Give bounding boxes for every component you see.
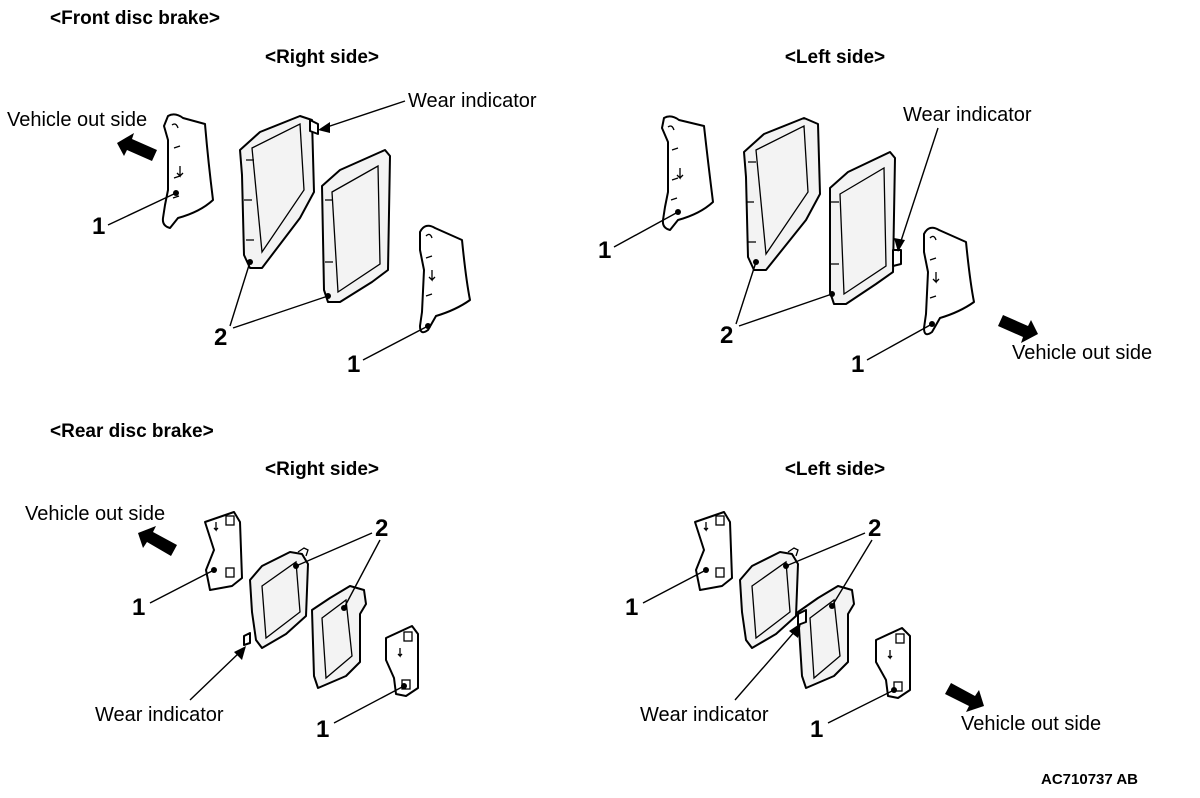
- rear-left-shim-outer: [875, 627, 911, 699]
- front-right-vehicle-out-side-label: Vehicle out side: [7, 109, 147, 131]
- front-left-title: <Left side>: [785, 47, 885, 68]
- rear-right-shim-inner: [204, 511, 243, 591]
- front-right-view: <Right side> Wear ind: [7, 47, 537, 378]
- front-left-direction-arrow-icon: [998, 315, 1038, 343]
- front-section-title: <Front disc brake>: [50, 8, 220, 29]
- front-right-pad-inner: [321, 149, 391, 303]
- rear-left-title: <Left side>: [785, 459, 885, 480]
- rear-right-direction-arrow-icon: [138, 526, 177, 556]
- front-right-callout-shim-a: 1: [92, 213, 105, 240]
- front-right-wear-indicator-label: Wear indicator: [408, 90, 537, 112]
- front-right-direction-arrow-icon: [117, 133, 157, 161]
- rear-right-view: <Right side> Wear indicator Vehicle ou: [25, 459, 419, 743]
- rear-right-callout-shim-a: 1: [132, 594, 145, 621]
- rear-left-callout-shim-a: 1: [625, 594, 638, 621]
- front-left-callout-shim-b: 1: [851, 351, 864, 378]
- rear-right-title: <Right side>: [265, 459, 379, 480]
- rear-left-shim-inner: [694, 511, 733, 591]
- rear-left-view: <Left side> Wear indicator Vehicle out: [625, 459, 1101, 743]
- front-right-shim-inner: [161, 113, 214, 229]
- front-left-wear-indicator-label: Wear indicator: [903, 104, 1032, 126]
- rear-right-pad-outer: [243, 547, 309, 649]
- front-left-callout-pads: 2: [720, 322, 733, 349]
- front-left-callout-shim-a: 1: [598, 237, 611, 264]
- rear-left-pad-inner: [797, 585, 855, 689]
- rear-section-title: <Rear disc brake>: [50, 421, 214, 442]
- front-left-pad-inner: [829, 151, 902, 305]
- rear-right-pad-inner: [311, 585, 367, 689]
- front-left-shim-outer: [923, 226, 975, 336]
- rear-left-wear-indicator-label: Wear indicator: [640, 704, 769, 726]
- front-right-shim-outer: [419, 224, 471, 334]
- rear-left-callout-pads: 2: [868, 515, 881, 542]
- front-right-callout-pads: 2: [214, 324, 227, 351]
- front-right-callout-shim-b: 1: [347, 351, 360, 378]
- rear-left-direction-arrow-icon: [945, 683, 984, 712]
- figure-code: AC710737 AB: [1041, 771, 1138, 788]
- front-right-pad-outer: [239, 115, 319, 269]
- front-left-vehicle-out-side-label: Vehicle out side: [1012, 342, 1152, 364]
- front-left-pad-outer: [743, 117, 821, 271]
- rear-right-callout-pads: 2: [375, 515, 388, 542]
- rear-left-callout-shim-b: 1: [810, 716, 823, 743]
- front-left-shim-inner: [661, 115, 714, 231]
- front-left-view: <Left side> Wear indicator Vehi: [598, 47, 1152, 378]
- front-right-title: <Right side>: [265, 47, 379, 68]
- rear-right-vehicle-out-side-label: Vehicle out side: [25, 503, 165, 525]
- rear-left-pad-outer: [739, 547, 799, 649]
- rear-right-callout-shim-b: 1: [316, 716, 329, 743]
- rear-right-wear-indicator-label: Wear indicator: [95, 704, 224, 726]
- rear-left-vehicle-out-side-label: Vehicle out side: [961, 713, 1101, 735]
